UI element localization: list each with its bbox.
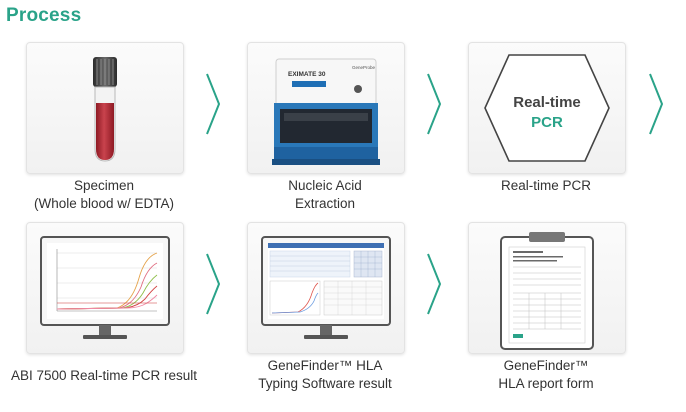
blood-tube-icon — [27, 43, 183, 173]
step-card-software-result — [247, 222, 405, 354]
svg-text:PCR: PCR — [531, 114, 563, 131]
step-caption-software-result: GeneFinder™ HLA Typing Software result — [230, 357, 420, 393]
step-caption-report-form: GeneFinder™ HLA report form — [451, 357, 641, 393]
step-caption-specimen: Specimen (Whole blood w/ EDTA) — [9, 177, 199, 213]
step-card-realtime-pcr: Real-time PCR — [468, 42, 626, 174]
step-card-extraction: EXIMATE 30 GeneProbe — [247, 42, 405, 174]
chevron-right-icon — [424, 252, 444, 316]
chevron-right-icon — [203, 252, 223, 316]
svg-text:EXIMATE 30: EXIMATE 30 — [288, 71, 326, 78]
step-caption-realtime-pcr: Real-time PCR — [451, 177, 641, 195]
svg-text:Real-time: Real-time — [513, 94, 581, 111]
software-monitor-icon — [248, 223, 404, 353]
extraction-instrument-icon: EXIMATE 30 GeneProbe — [248, 43, 404, 173]
clipboard-report-icon — [469, 223, 625, 353]
pcr-curve-monitor-icon — [27, 223, 183, 353]
step-card-report-form — [468, 222, 626, 354]
step-card-pcr-result — [26, 222, 184, 354]
step-caption-pcr-result: ABI 7500 Real-time PCR result — [9, 367, 199, 385]
chevron-right-icon — [203, 72, 223, 136]
hexagon-icon: Real-time PCR — [469, 43, 625, 173]
chevron-right-icon — [424, 72, 444, 136]
svg-text:GeneProbe: GeneProbe — [352, 65, 376, 70]
step-card-specimen — [26, 42, 184, 174]
page-title: Process — [6, 5, 81, 27]
chevron-right-icon — [646, 72, 666, 136]
step-caption-extraction: Nucleic Acid Extraction — [230, 177, 420, 213]
